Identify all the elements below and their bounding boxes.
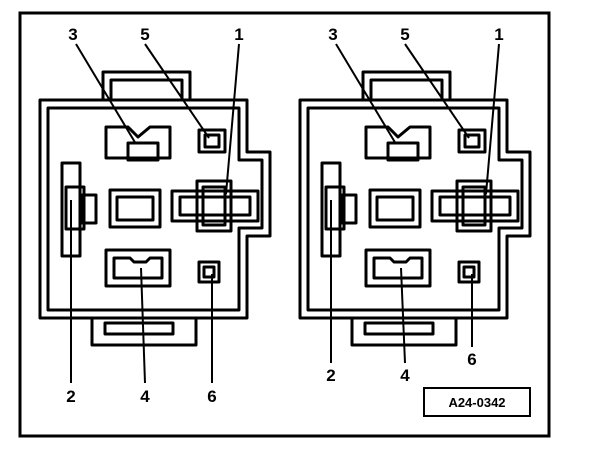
connector-left bbox=[38, 70, 272, 347]
pin-1-slot-inner bbox=[178, 195, 252, 217]
top-tab bbox=[361, 70, 452, 100]
leader-lines-right bbox=[330, 43, 500, 364]
leader-lines-left bbox=[70, 43, 240, 384]
pin-5-contact bbox=[463, 133, 481, 149]
side-latch-inner bbox=[324, 185, 346, 231]
housing-inner bbox=[306, 106, 524, 312]
label-bottom-6: 6 bbox=[467, 350, 476, 369]
pin-1-slot bbox=[170, 189, 260, 223]
pin-4-slot bbox=[104, 248, 172, 288]
pin-6-slot bbox=[197, 260, 221, 284]
pin-5-slot bbox=[197, 128, 227, 154]
center-slot bbox=[368, 188, 422, 229]
bottom-slot bbox=[103, 321, 175, 336]
top-tab-inner bbox=[109, 78, 184, 100]
reference-box bbox=[423, 387, 531, 417]
label-bottom-4: 4 bbox=[140, 387, 150, 406]
label-top-3: 3 bbox=[68, 25, 77, 44]
pin-1-slot bbox=[430, 189, 520, 223]
pin-3-contact bbox=[126, 141, 160, 162]
label-bottom-6: 6 bbox=[207, 387, 216, 406]
housing-outer bbox=[38, 98, 272, 320]
pin-3-slot bbox=[364, 125, 432, 160]
pin-1-contact-inner bbox=[461, 185, 487, 227]
side-latch-pin bbox=[340, 193, 358, 225]
side-latch-pin bbox=[80, 193, 98, 225]
label-top-1: 1 bbox=[494, 25, 503, 44]
reference-code: A24-0342 bbox=[448, 395, 505, 410]
pin-6-contact bbox=[202, 265, 216, 279]
pin-5-contact bbox=[203, 133, 221, 149]
pin-4-contact bbox=[112, 256, 164, 280]
bottom-slot bbox=[363, 321, 435, 336]
pin-1-contact bbox=[195, 179, 233, 233]
top-tab bbox=[101, 70, 192, 100]
pin-labels-left: 3 5 1 2 4 6 bbox=[66, 25, 243, 406]
label-bottom-2: 2 bbox=[66, 387, 75, 406]
pin-1-contact-inner bbox=[201, 185, 227, 227]
side-latch-inner bbox=[64, 185, 86, 231]
housing-outer bbox=[298, 98, 532, 320]
pin-4-contact bbox=[372, 256, 424, 280]
pin-3-contact bbox=[386, 141, 420, 162]
connector-right bbox=[298, 70, 532, 347]
center-slot-inner bbox=[115, 195, 155, 222]
label-top-3: 3 bbox=[328, 25, 337, 44]
pin-1-contact bbox=[455, 179, 493, 233]
pin-3-slot bbox=[104, 125, 172, 160]
label-bottom-2: 2 bbox=[326, 366, 335, 385]
figure-frame bbox=[18, 11, 551, 438]
pin-6-slot bbox=[457, 260, 481, 284]
label-bottom-4: 4 bbox=[400, 366, 410, 385]
label-top-5: 5 bbox=[140, 25, 149, 44]
center-slot-inner bbox=[375, 195, 415, 222]
pin-1-slot-inner bbox=[438, 195, 512, 217]
label-top-5: 5 bbox=[400, 25, 409, 44]
pin-6-contact bbox=[462, 265, 476, 279]
pin-5-slot bbox=[457, 128, 487, 154]
center-slot bbox=[108, 188, 162, 229]
top-tab-inner bbox=[369, 78, 444, 100]
pin-labels-right: 3 5 1 2 4 6 bbox=[326, 25, 503, 385]
label-top-1: 1 bbox=[234, 25, 243, 44]
pin-4-slot bbox=[364, 248, 432, 288]
housing-inner bbox=[46, 106, 264, 312]
